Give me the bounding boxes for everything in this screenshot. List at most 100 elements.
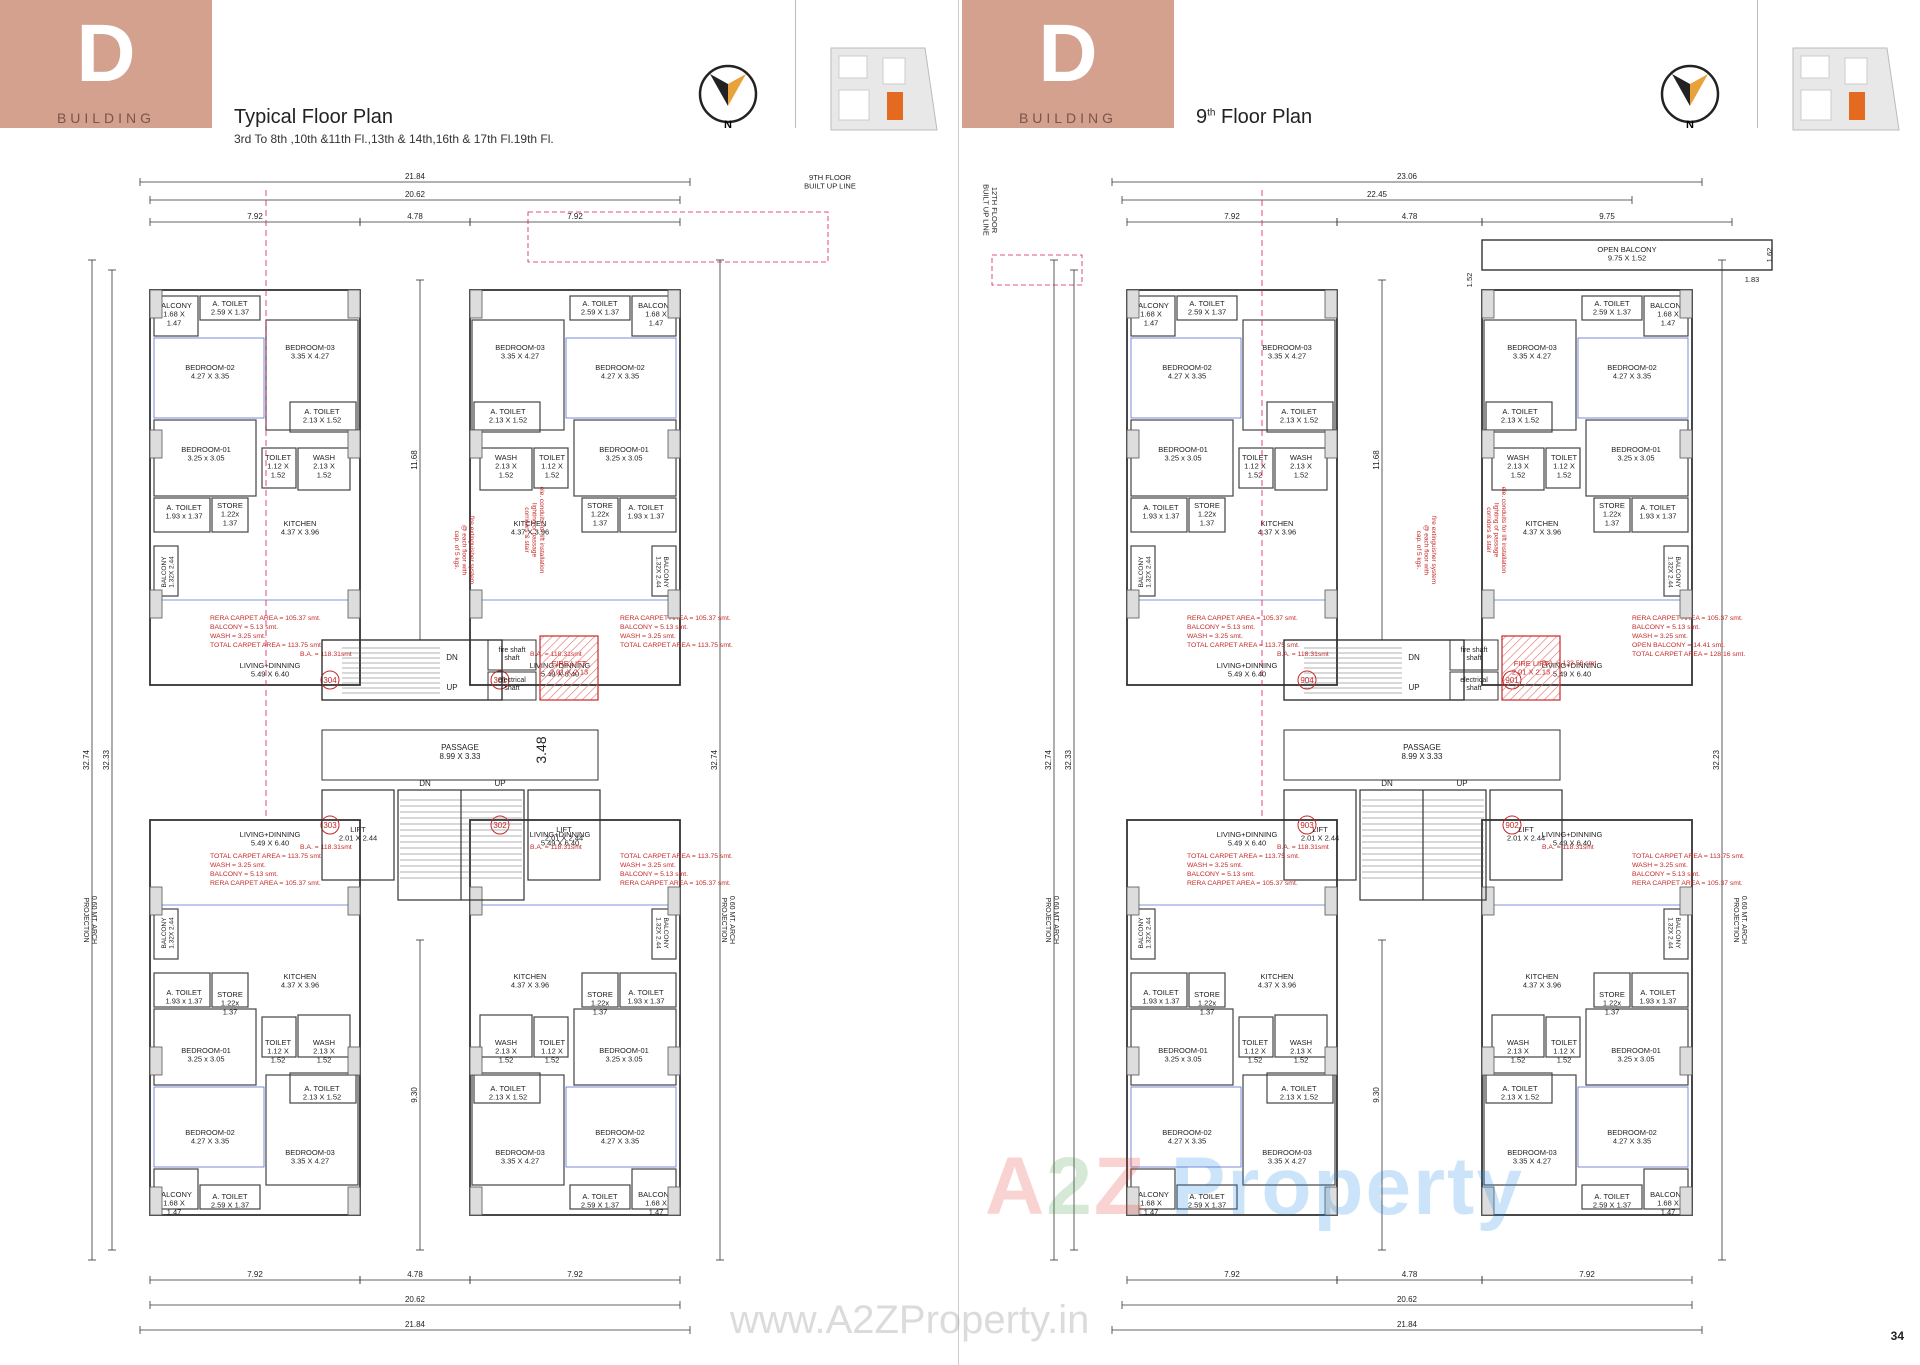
flat-number: 301 xyxy=(493,676,507,685)
a-toilet-mid xyxy=(1485,401,1553,433)
balcony-side xyxy=(1130,908,1156,960)
dim-top-overall-label: 23.06 xyxy=(1397,172,1418,181)
structural-column xyxy=(667,289,681,319)
toilet xyxy=(533,1016,569,1058)
bedroom-03 xyxy=(1483,319,1577,431)
balcony-side xyxy=(651,908,677,960)
structural-column xyxy=(469,886,483,916)
balcony-side-label: BALCONY1.32X 2.44 xyxy=(1667,556,1681,588)
a-toilet-top xyxy=(569,295,631,321)
page-title: Typical Floor Plan xyxy=(234,106,393,128)
svg-text:N: N xyxy=(1686,119,1694,131)
dim-top-left-label: 7.92 xyxy=(247,212,263,221)
fire-lift xyxy=(539,635,599,701)
wash xyxy=(479,1014,533,1058)
north-compass-icon-right: N xyxy=(1660,64,1720,131)
dim-open-balcony-h2: 1.62 xyxy=(1765,248,1774,263)
main-stair-up: UP xyxy=(494,779,505,788)
a-toilet-low xyxy=(1631,497,1689,533)
dim-bot-overall-label: 21.84 xyxy=(1397,1320,1418,1329)
structural-column xyxy=(1679,886,1693,916)
page-title-right: 9th Floor Plan xyxy=(1196,106,1312,129)
dim-top-mid-label: 4.78 xyxy=(407,212,423,221)
a-toilet-mid xyxy=(1266,401,1334,433)
flat-number-circle xyxy=(490,815,510,835)
balcony-area: BALCONY = 5.13 smt. xyxy=(210,624,278,631)
a-toilet-low xyxy=(153,972,211,1008)
bedroom-03 xyxy=(1242,1074,1336,1186)
flat-outer-wall xyxy=(1481,289,1693,686)
structural-column xyxy=(469,589,483,619)
structural-column xyxy=(1679,1186,1693,1216)
bedroom-02 xyxy=(1577,337,1689,419)
watermark-brand: A2Z Property xyxy=(985,1140,1524,1234)
wash-area: WASH = 3.25 smt. xyxy=(1632,862,1688,869)
total-area: TOTAL CARPET AREA = 113.75 smt. xyxy=(620,853,733,860)
dim-bot-inner-label: 20.62 xyxy=(1397,1295,1418,1304)
a-toilet-low xyxy=(1631,972,1689,1008)
a-toilet-mid xyxy=(473,401,541,433)
bedroom-02 xyxy=(153,337,265,419)
watermark-word: Property xyxy=(1170,1141,1524,1232)
dim-top-right-label: 9.75 xyxy=(1599,212,1615,221)
fire-extinguisher-note: fire extinguisher system@ each floor wit… xyxy=(453,516,475,584)
toilet xyxy=(261,447,297,489)
dim-top-overall-label: 21.84 xyxy=(405,172,426,181)
open-balcony xyxy=(1481,239,1773,271)
rera-area: RERA CARPET AREA = 105.37 smt. xyxy=(1632,615,1743,622)
bedroom-03 xyxy=(471,1074,565,1186)
flat-number: 304 xyxy=(323,676,337,685)
building-letter: D xyxy=(76,8,136,99)
structural-column xyxy=(149,1046,163,1076)
a-toilet-top xyxy=(1176,1184,1238,1210)
header-divider xyxy=(795,0,796,128)
main-stair-up: UP xyxy=(1456,779,1467,788)
flat-outer-wall xyxy=(149,289,361,686)
dim-bot-mid-label: 4.78 xyxy=(1402,1270,1418,1279)
dim-open-balcony-h: 1.52 xyxy=(1465,273,1474,288)
ba-area: B.A. = 118.31smt xyxy=(1277,651,1329,658)
dim-top-mid-label: 4.78 xyxy=(1402,212,1418,221)
structural-column xyxy=(469,1046,483,1076)
flat-number: 904 xyxy=(1300,676,1314,685)
total-area: TOTAL CARPET AREA = 128.16 smt. xyxy=(1632,651,1745,658)
dim-top-left-label: 7.92 xyxy=(1224,212,1240,221)
ba-area: B.A. = 118.31smt xyxy=(300,651,352,658)
page-number: 34 xyxy=(1890,1329,1904,1343)
rera-area: RERA CARPET AREA = 105.37 smt. xyxy=(620,880,731,887)
dim-top-inner-label: 22.45 xyxy=(1367,190,1388,199)
a-toilet-top xyxy=(199,1184,261,1210)
wash-area: WASH = 3.25 smt. xyxy=(620,862,676,869)
total-area: TOTAL CARPET AREA = 113.75 smt. xyxy=(1187,853,1300,860)
balcony-side-label: BALCONY1.32X 2.44 xyxy=(655,917,669,949)
store xyxy=(1593,497,1631,533)
projection-note-right: 0.60 MT. ARCHPROJECTION xyxy=(720,896,735,944)
dim-side-right-label: 32.23 xyxy=(1712,749,1721,770)
balcony-side xyxy=(153,545,179,597)
flat-outer-wall xyxy=(1481,819,1693,1216)
a-toilet-low xyxy=(1130,497,1188,533)
floor-line-note: 12TH FLOORBUILT UP LINE xyxy=(981,184,999,236)
